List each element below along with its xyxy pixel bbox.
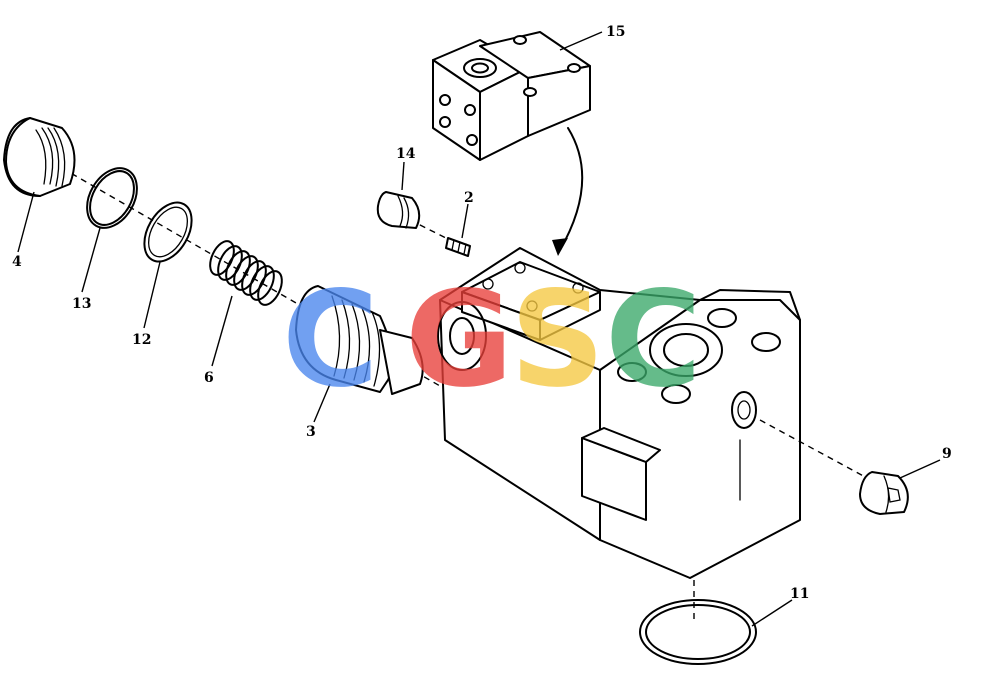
part-4-plug xyxy=(3,117,76,197)
part-2-set-screw xyxy=(445,237,471,257)
watermark-letter-c2: C xyxy=(605,263,702,417)
part-3-spool xyxy=(295,285,424,395)
callout-13: 13 xyxy=(72,296,91,312)
watermark-logo: C G S C xyxy=(282,263,702,417)
callout-2: 2 xyxy=(464,190,474,206)
watermark-letter-s: S xyxy=(510,263,605,417)
part-15-solenoid-valve xyxy=(432,31,591,256)
part-9-plug xyxy=(859,471,909,515)
leader-lines xyxy=(17,31,941,627)
watermark-letter-c1: C xyxy=(282,263,379,417)
part-13-o-ring xyxy=(86,167,138,229)
callout-4: 4 xyxy=(12,254,22,270)
callout-11: 11 xyxy=(790,586,809,602)
callout-15: 15 xyxy=(606,24,625,40)
part-6-spring xyxy=(209,240,283,306)
callouts: 15 14 2 4 13 12 6 3 9 11 xyxy=(12,24,952,602)
part-14-plug xyxy=(376,191,421,229)
callout-3: 3 xyxy=(306,424,316,440)
part-12-backup-ring xyxy=(143,201,193,263)
callout-12: 12 xyxy=(132,332,151,348)
callout-14: 14 xyxy=(396,146,416,162)
valve-body xyxy=(437,247,801,579)
callout-9: 9 xyxy=(942,446,952,462)
part-11-o-ring xyxy=(639,599,757,665)
callout-6: 6 xyxy=(204,370,214,386)
watermark-letter-g: G xyxy=(405,263,513,417)
